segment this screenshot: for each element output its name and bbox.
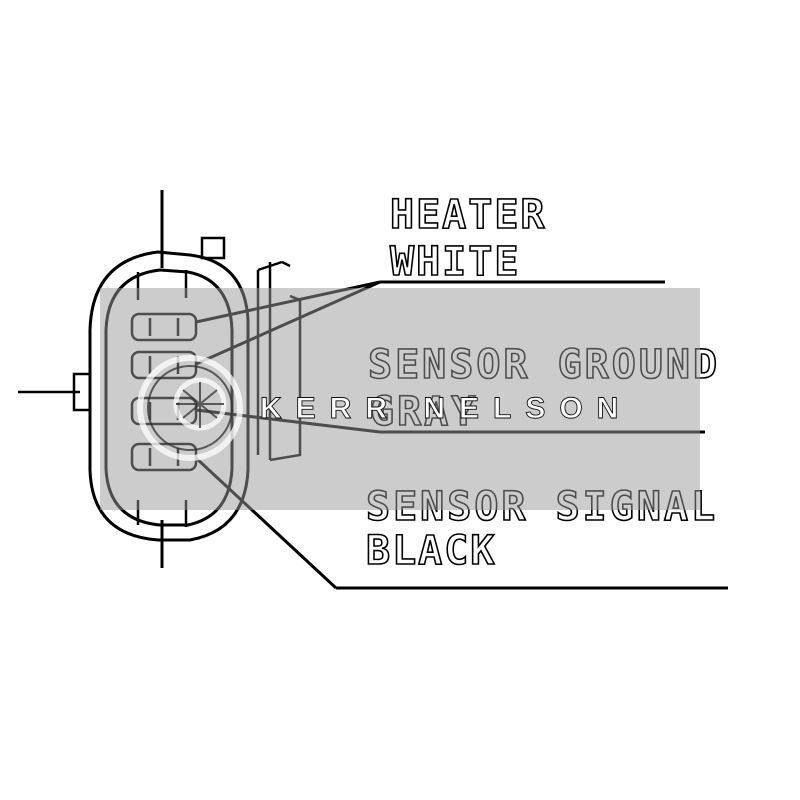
watermark-logo-icon: [137, 355, 243, 461]
watermark: KERR NELSON: [100, 288, 700, 510]
label-heater: HEATER: [390, 192, 547, 238]
label-heater-color: WHITE: [390, 239, 520, 285]
watermark-logo-text: KERR NELSON: [260, 392, 632, 425]
label-sensor-signal-color: BLACK: [366, 528, 496, 574]
